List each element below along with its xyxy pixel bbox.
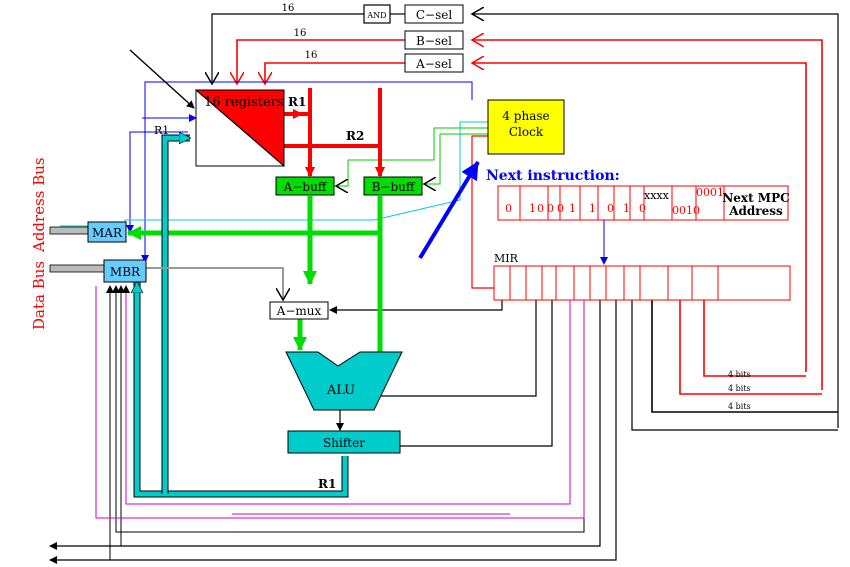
alu-label: ALU xyxy=(326,383,355,398)
instr-low: 0010 xyxy=(672,204,700,217)
shifter-label: Shifter xyxy=(323,436,365,450)
mir-register xyxy=(493,265,791,301)
mar-label: MAR xyxy=(92,226,123,240)
c-sel-feedback-wire xyxy=(472,14,839,428)
next-mpc-line1: Next MPC xyxy=(722,191,789,205)
address-bus-label: Address Bus xyxy=(30,157,48,253)
mir-to-alu-wire xyxy=(378,300,537,397)
and-gate xyxy=(363,4,391,24)
instr-high: 0001 xyxy=(696,186,724,199)
asel-to-registers-wire xyxy=(265,62,405,84)
clock-label-line1: 4 phase xyxy=(502,109,549,123)
and-enable-wire xyxy=(631,300,838,431)
instr-bit: 0 xyxy=(607,202,614,215)
a-sel-box xyxy=(404,53,464,73)
grey-buses xyxy=(49,226,283,300)
bus-width-b: 16 xyxy=(294,28,307,39)
mir-to-shifter-wire xyxy=(400,300,553,447)
mir-label: MIR xyxy=(494,252,519,265)
cyan-feedback-bus xyxy=(137,138,349,498)
mbr-to-amux-bus xyxy=(146,267,283,300)
mem-control-wire-2 xyxy=(49,300,617,564)
data-bus-label: Data Bus xyxy=(30,261,48,330)
b-sel-box xyxy=(404,30,464,50)
registers-label: 16 registers xyxy=(204,95,284,110)
a-buff-box xyxy=(275,176,335,196)
bits-label-2: 4 bits xyxy=(728,384,751,393)
clock-box xyxy=(487,99,565,155)
instr-bit: 0 xyxy=(557,202,564,215)
magenta-wire-2 xyxy=(95,286,585,519)
mbr-label: MBR xyxy=(110,265,141,279)
mem-control-wire-1 xyxy=(49,300,601,550)
instr-xxxx: xxxx xyxy=(644,189,670,202)
mbr-box xyxy=(103,259,147,283)
a-sel-label: A−sel xyxy=(415,57,452,71)
blue-wires xyxy=(126,49,473,263)
bits-label-3: 4 bits xyxy=(728,402,751,411)
mir-csel-field-wire xyxy=(651,300,838,413)
a-mux-label: A−mux xyxy=(276,304,322,318)
and-gate-label: AND xyxy=(366,11,386,20)
mir-asel-field-wire xyxy=(703,300,806,377)
magenta-wire-1 xyxy=(122,285,571,505)
r2-label: R2 xyxy=(346,129,364,143)
next-instruction-arrow xyxy=(418,160,480,260)
b-sel-label: B−sel xyxy=(416,34,452,48)
mir-bsel-field-wire xyxy=(679,300,822,395)
bits-label-1: 4 bits xyxy=(728,370,751,379)
b-buff-box xyxy=(363,176,423,196)
instr-bit: 0 xyxy=(505,202,512,215)
instr-bit: 0 xyxy=(537,202,544,215)
bus-width-a: 16 xyxy=(305,50,318,61)
instr-bit: 0 xyxy=(547,202,554,215)
and-to-registers-wire xyxy=(212,13,364,84)
bsel-to-registers-wire xyxy=(237,39,405,84)
c-sel-label: C−sel xyxy=(416,8,452,22)
a-mux-box xyxy=(269,301,329,320)
alu-shape xyxy=(285,351,403,411)
instr-bit: 1 xyxy=(623,202,630,215)
instr-bit: 0 xyxy=(639,202,646,215)
instr-bit: 1 xyxy=(529,202,536,215)
r1-bottom-label: R1 xyxy=(318,477,336,491)
instr-bit: 1 xyxy=(589,202,596,215)
next-instruction-label: Next instruction: xyxy=(486,168,620,184)
pointer-arrow-registers xyxy=(129,49,195,109)
shifter-box xyxy=(287,430,401,454)
clock-to-mir-wire xyxy=(471,135,496,289)
b-sel-feedback-wire xyxy=(472,40,823,390)
a-sel-feedback-wire xyxy=(472,63,807,372)
bus-width-c: 16 xyxy=(282,3,295,14)
green-data-paths xyxy=(127,196,387,367)
clock-label-line2: Clock xyxy=(509,125,544,139)
b-buff-label: B−buff xyxy=(372,180,416,194)
next-mpc-line2: Address xyxy=(728,204,783,218)
instr-bit: 1 xyxy=(569,202,576,215)
control-lines xyxy=(49,4,839,564)
r1-side-label: R1 xyxy=(154,124,169,137)
c-sel-box xyxy=(404,4,464,24)
green-thin-wires xyxy=(336,127,488,186)
mar-box xyxy=(87,221,127,243)
mir-to-amux-wire xyxy=(329,300,503,314)
a-buff-label: A−buff xyxy=(283,180,328,194)
r1-top-label: R1 xyxy=(288,95,306,109)
